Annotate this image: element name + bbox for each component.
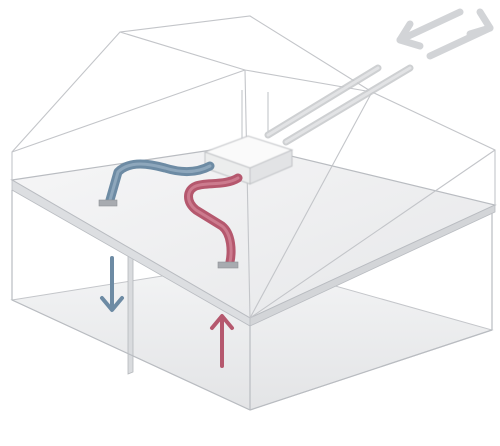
- supply-grille: [217, 261, 239, 269]
- extract-grille: [98, 199, 118, 207]
- roof-penetrations: [241, 90, 269, 140]
- extract-duct: [105, 159, 215, 205]
- front-walls: [11, 190, 493, 411]
- supply-duct: [184, 173, 243, 267]
- roof-outline: [11, 15, 496, 319]
- outdoor-ducts: [264, 64, 414, 146]
- arrow-up-icon: [210, 314, 234, 368]
- upper-floor-slab-edge-right: [249, 204, 496, 327]
- arrow-down-icon: [100, 256, 124, 312]
- double-arrow-icon: [396, 8, 494, 60]
